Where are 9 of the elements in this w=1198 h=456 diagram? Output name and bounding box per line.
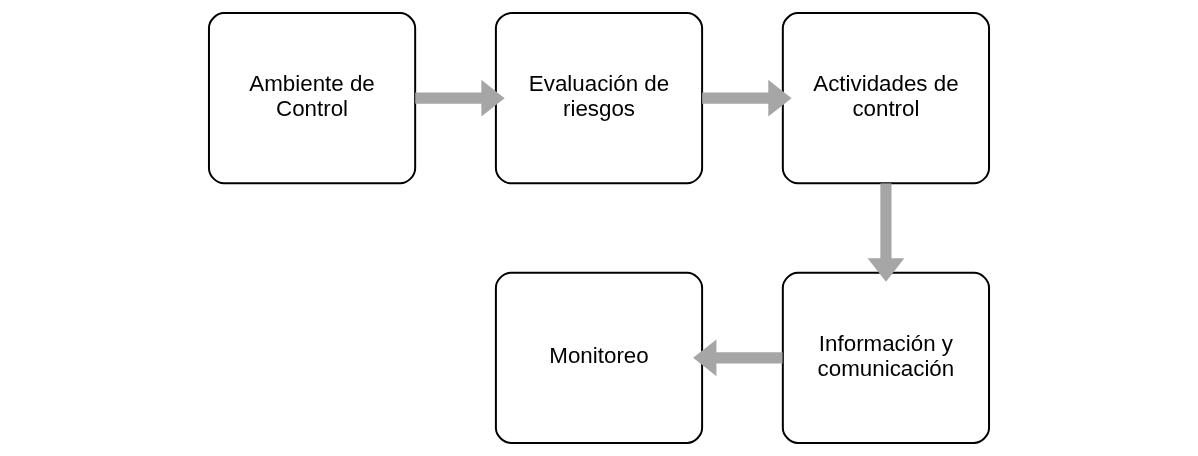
node-box: Evaluación de riesgos	[494, 12, 704, 185]
node-box: Monitoreo	[494, 271, 704, 444]
arrow	[693, 339, 783, 377]
node-box: Ambiente de Control	[207, 12, 417, 185]
arrow	[867, 183, 905, 282]
node-box: Actividades de control	[781, 12, 991, 185]
arrow	[702, 79, 792, 117]
node-box: Información y comunicación	[781, 271, 991, 444]
arrow	[415, 79, 505, 117]
